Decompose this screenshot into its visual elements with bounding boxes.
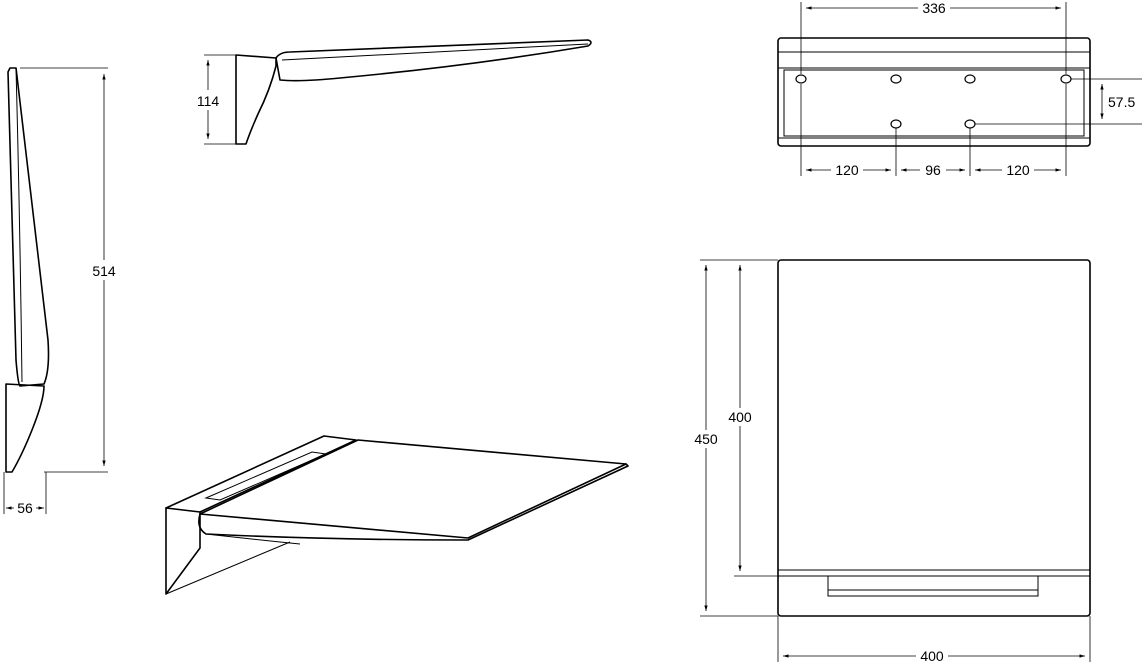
dim-label-total-depth-450: 450 <box>694 431 718 447</box>
dim-label-gap-96: 96 <box>925 162 941 178</box>
dim-label-height-514: 514 <box>92 263 116 279</box>
bracket-front-view: 336 57.5 120 96 120 <box>777 0 1142 178</box>
dim-label-hole-offset-57-5: 57.5 <box>1108 94 1135 110</box>
mounting-hole <box>964 74 976 84</box>
seat-open-inner-edge <box>281 43 589 61</box>
seat-profile-folded <box>7 67 50 387</box>
wall-bracket-open <box>235 54 277 145</box>
side-view-folded: 514 56 <box>3 67 120 517</box>
iso-back-plate-top <box>165 435 357 513</box>
iso-seat-top <box>199 439 627 539</box>
side-view-open: 114 <box>194 39 592 145</box>
plan-view: 450 400 400 <box>691 259 1091 663</box>
dim-label-seat-depth-400: 400 <box>728 409 752 425</box>
plan-bracket-slot <box>827 576 1039 597</box>
iso-back-plate-front <box>165 507 201 595</box>
iso-slot <box>204 451 328 501</box>
plan-seat-outline <box>777 259 1091 617</box>
mounting-hole <box>964 119 976 129</box>
mounting-hole <box>890 74 902 84</box>
dim-label-width-400: 400 <box>920 648 944 663</box>
dim-label-hole-span-336: 336 <box>922 0 946 16</box>
bracket-outline <box>777 37 1091 147</box>
bracket-inner-recess <box>783 69 1085 137</box>
iso-seat-front-edge <box>198 463 629 541</box>
seat-inner-edge <box>15 67 23 383</box>
seat-profile-open <box>275 39 592 82</box>
dim-label-bracket-114: 114 <box>197 93 220 109</box>
iso-back-plate-bottom <box>165 541 291 595</box>
wall-bracket-side <box>5 383 45 473</box>
mounting-hole <box>795 74 807 84</box>
dim-label-gap-120-right: 120 <box>1006 162 1030 178</box>
dim-label-depth-56: 56 <box>17 500 33 516</box>
mounting-hole <box>890 119 902 129</box>
isometric-view <box>165 435 629 595</box>
iso-seat-underside <box>205 533 301 545</box>
dim-label-gap-120-left: 120 <box>835 162 859 178</box>
mounting-hole <box>1060 74 1072 84</box>
